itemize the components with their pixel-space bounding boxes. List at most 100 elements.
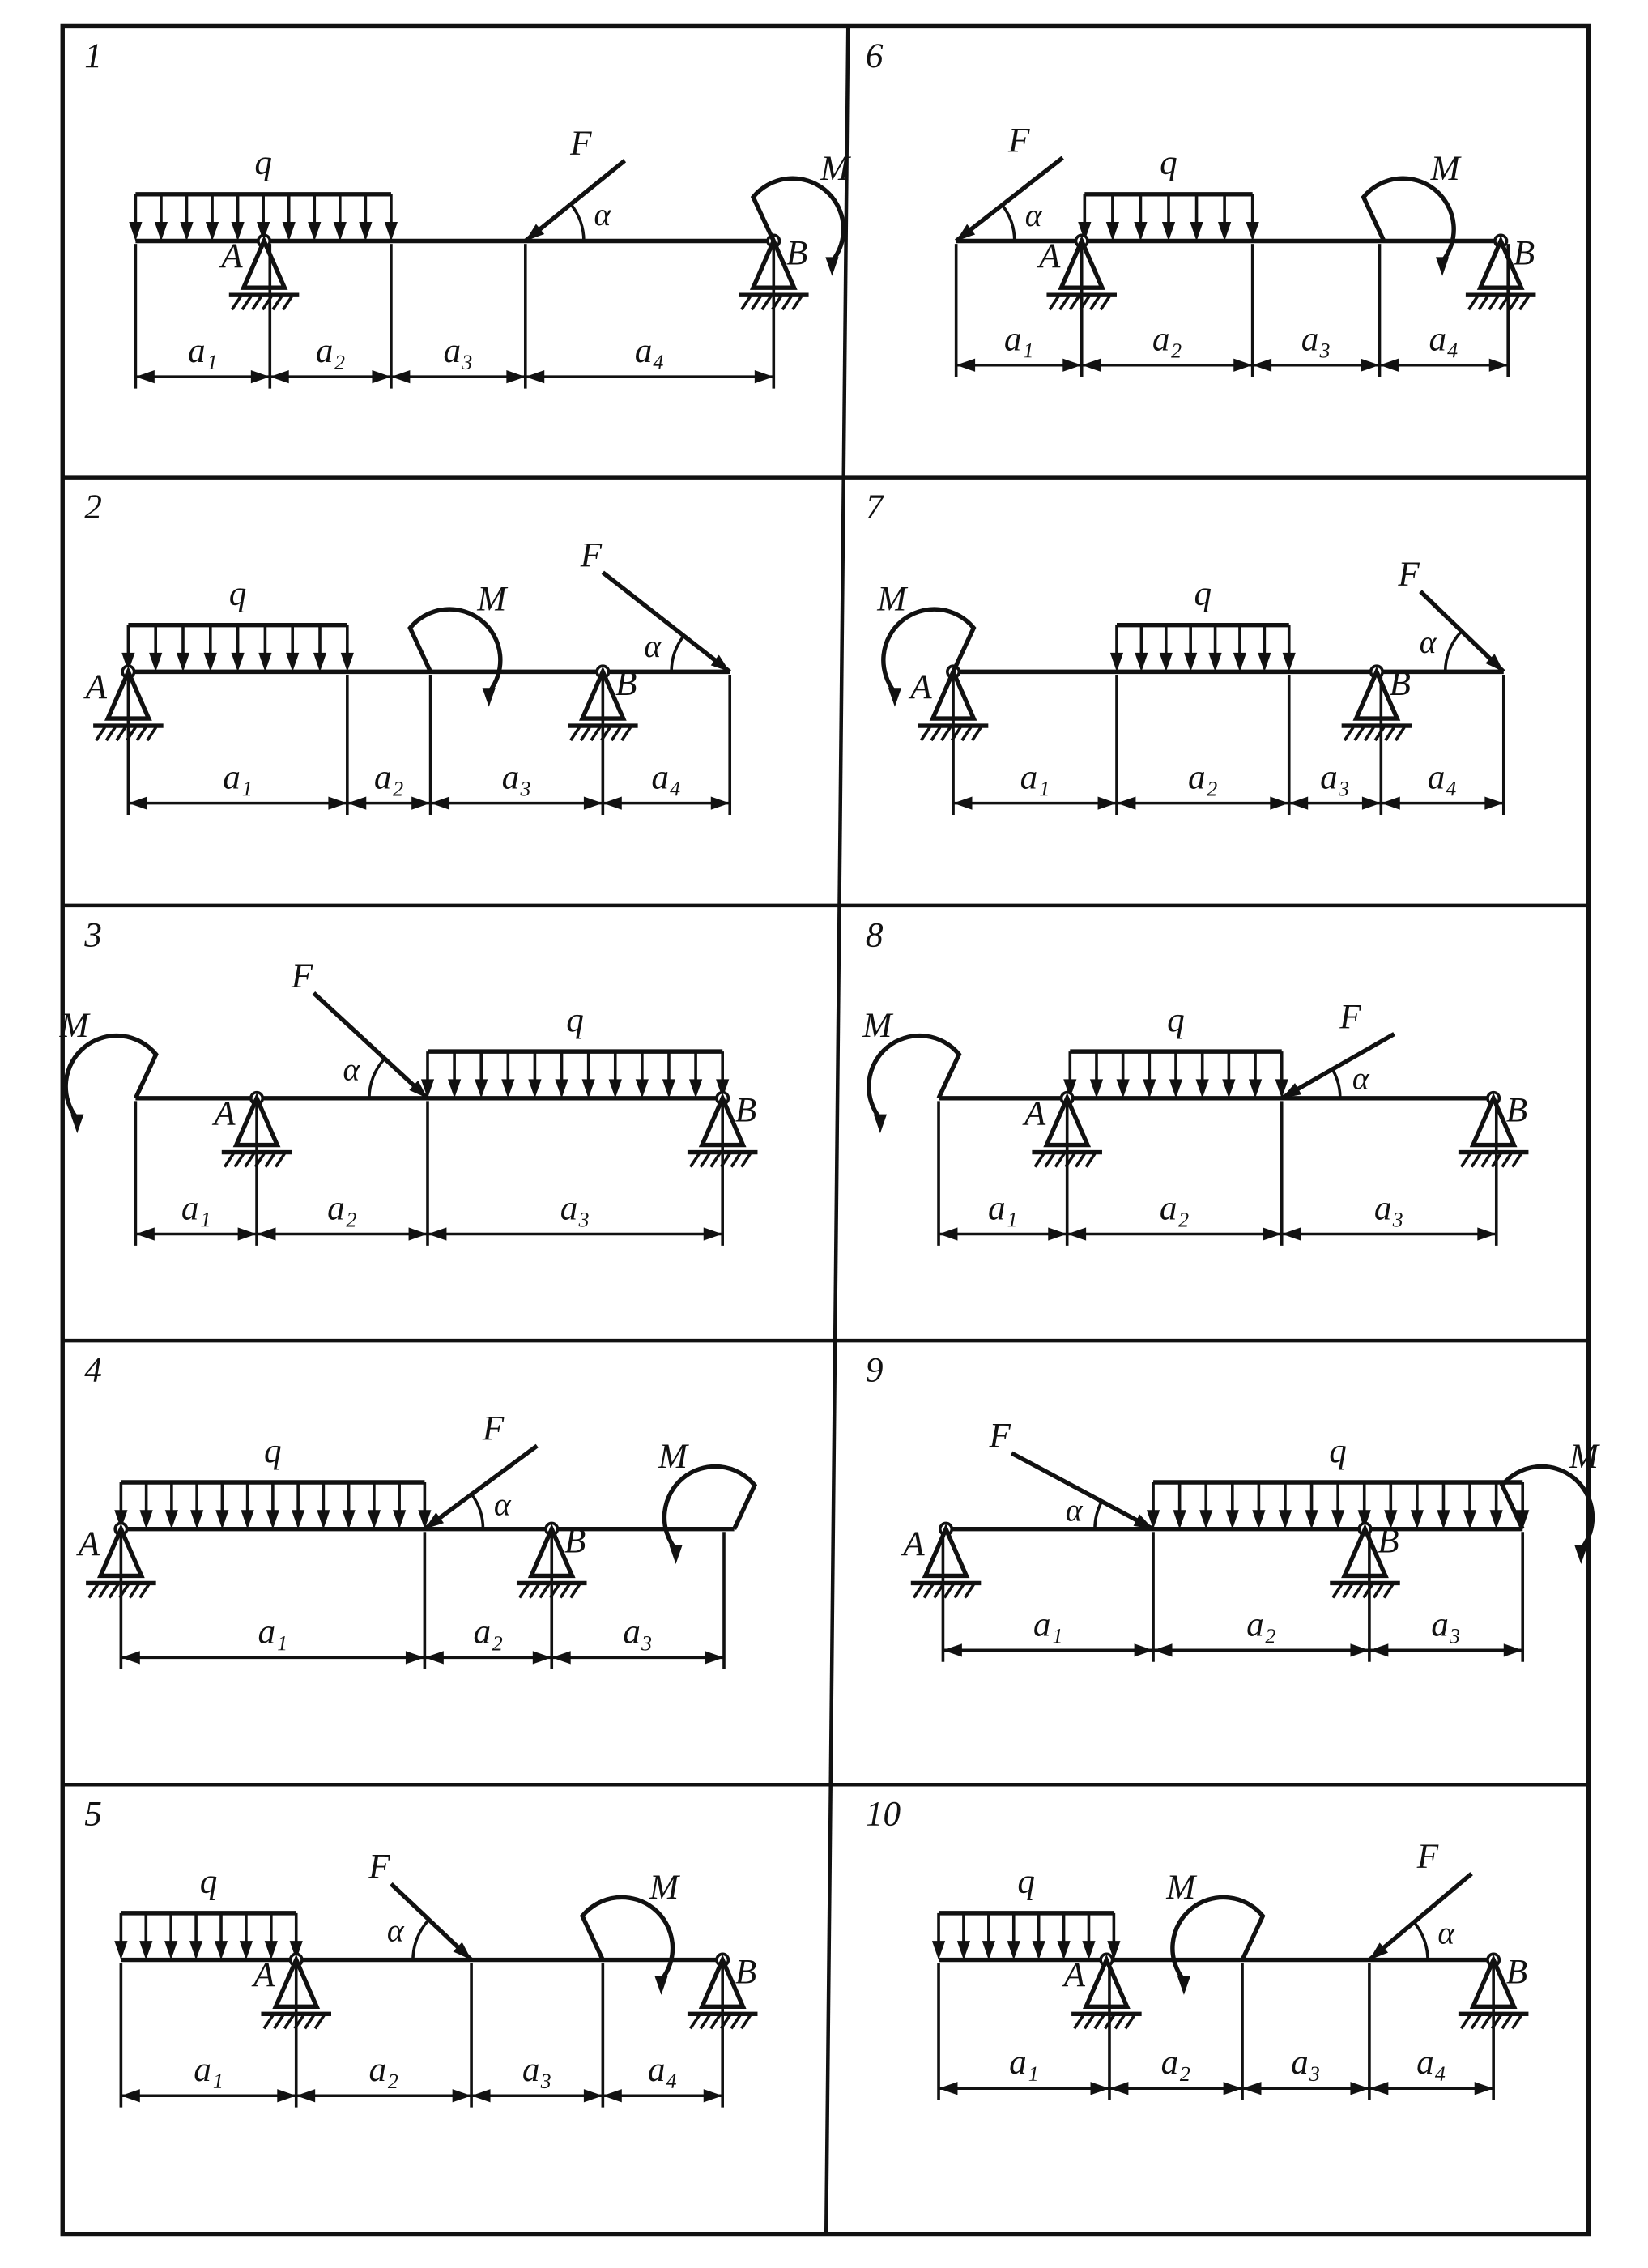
moment-arrowhead <box>482 688 496 707</box>
load-arrowhead <box>1135 652 1148 672</box>
force-arrowhead <box>525 224 545 241</box>
dimension-label-a3: a₃ <box>522 2050 552 2089</box>
load-arrowhead <box>317 1510 330 1529</box>
support-label-a: A <box>75 1524 100 1563</box>
dimension-arrowhead <box>1067 1227 1087 1241</box>
angle-label-alpha: α <box>1025 198 1043 233</box>
dimension-label-a1: a₁ <box>223 758 253 797</box>
load-arrowhead <box>1082 1941 1096 1960</box>
ground-hatch <box>569 1584 581 1599</box>
dimension-arrowhead <box>1350 1643 1369 1657</box>
dimension-arrowhead <box>1379 358 1399 372</box>
ground-hatch <box>930 726 942 742</box>
force-label-F: F <box>1339 997 1361 1036</box>
ground-hatch <box>1068 296 1080 311</box>
ground-hatch <box>1352 1584 1364 1599</box>
ground-hatch <box>1394 726 1406 742</box>
ground-hatch <box>699 2014 711 2030</box>
load-label-q: q <box>1194 573 1212 612</box>
force-arrowhead <box>453 1942 472 1960</box>
support-a: A <box>901 1521 982 1599</box>
ground-hatch <box>1341 1584 1353 1599</box>
angle-label-alpha: α <box>1352 1060 1370 1096</box>
ground-hatch <box>1508 296 1520 311</box>
angle-label-alpha: α <box>1420 625 1437 660</box>
ground-hatch <box>241 296 253 311</box>
ground-hatch <box>1083 2014 1095 2030</box>
ground-hatch <box>963 1584 975 1599</box>
dimension-label-a1: a₁ <box>258 1612 288 1651</box>
load-arrowhead <box>528 1079 542 1098</box>
load-arrowhead <box>1384 1510 1398 1529</box>
load-arrowhead <box>1007 1941 1020 1960</box>
dimension-arrowhead <box>532 1651 552 1665</box>
load-arrowhead <box>1208 652 1222 672</box>
dimension-label-a3: a₃ <box>1431 1605 1461 1643</box>
dimension-label-a4: a₄ <box>1429 320 1459 359</box>
dimension-label-a1: a₁ <box>181 1188 211 1227</box>
load-arrowhead <box>1199 1510 1213 1529</box>
panel-number: 7 <box>866 488 885 526</box>
load-arrowhead <box>1463 1510 1477 1529</box>
ground-hatch <box>518 1584 530 1599</box>
panel-number: 9 <box>866 1351 884 1390</box>
moment-label-M: M <box>649 1868 681 1907</box>
panel-number: 3 <box>83 915 102 954</box>
support-a: A <box>75 1521 156 1599</box>
dimension-arrowhead <box>1048 1227 1067 1241</box>
ground-hatch <box>689 1153 701 1168</box>
dimension-arrowhead <box>506 370 526 384</box>
ground-hatch <box>283 2014 295 2030</box>
force-arrowhead <box>1369 1942 1389 1960</box>
moment-arc <box>1499 1464 1595 1551</box>
ground-hatch <box>912 1584 924 1599</box>
ground-hatch <box>313 2014 326 2030</box>
dimension-arrowhead <box>1233 358 1253 372</box>
moment-label-M: M <box>658 1437 690 1476</box>
support-label-b: B <box>1514 233 1535 272</box>
load-arrowhead <box>1159 652 1173 672</box>
force-label-F: F <box>1416 1837 1439 1876</box>
ground-hatch <box>1058 296 1070 311</box>
dimension-arrowhead <box>953 796 973 810</box>
support-label-b: B <box>735 1091 756 1130</box>
support-a: A <box>908 664 989 742</box>
ground-hatch <box>108 1584 120 1599</box>
support-triangle <box>1082 1954 1131 2009</box>
dimension-arrowhead <box>1369 2082 1389 2095</box>
load-arrowhead <box>1195 1079 1209 1098</box>
ground-hatch <box>146 726 158 742</box>
dimension-arrowhead <box>705 1651 724 1665</box>
ground-hatch <box>539 1584 551 1599</box>
force-line <box>423 1443 539 1531</box>
load-arrowhead <box>1516 1510 1530 1529</box>
load-arrowhead <box>1116 1079 1130 1098</box>
load-arrowhead <box>359 222 373 241</box>
ground-hatch <box>97 1584 109 1599</box>
dimension-arrowhead <box>1381 796 1400 810</box>
force-line <box>524 159 627 243</box>
support-triangle <box>1341 1523 1389 1579</box>
dimension-arrowhead <box>1350 2082 1369 2095</box>
load-arrowhead <box>555 1079 568 1098</box>
panel-number: 2 <box>84 488 102 526</box>
dimension-label-a4: a₄ <box>651 758 681 797</box>
dimension-arrowhead <box>603 796 622 810</box>
ground-hatch <box>273 2014 285 2030</box>
load-arrowhead <box>289 1941 303 1960</box>
dimension-label-a3: a₃ <box>444 331 474 370</box>
support-triangle <box>922 1523 970 1579</box>
dimension-label-a4: a₄ <box>648 2050 678 2089</box>
load-arrowhead <box>1248 1079 1263 1098</box>
moment-arc <box>881 607 977 694</box>
force-arrowhead <box>1281 1083 1302 1098</box>
dimension-arrowhead <box>257 1227 276 1241</box>
angle-arc <box>368 1057 386 1098</box>
dimension-label-a2: a₂ <box>316 331 346 370</box>
dimension-arrowhead <box>1474 2082 1494 2095</box>
dimension-label-a1: a₁ <box>988 1188 1018 1227</box>
dimension-arrowhead <box>943 1643 962 1657</box>
ground-hatch <box>1343 726 1355 742</box>
